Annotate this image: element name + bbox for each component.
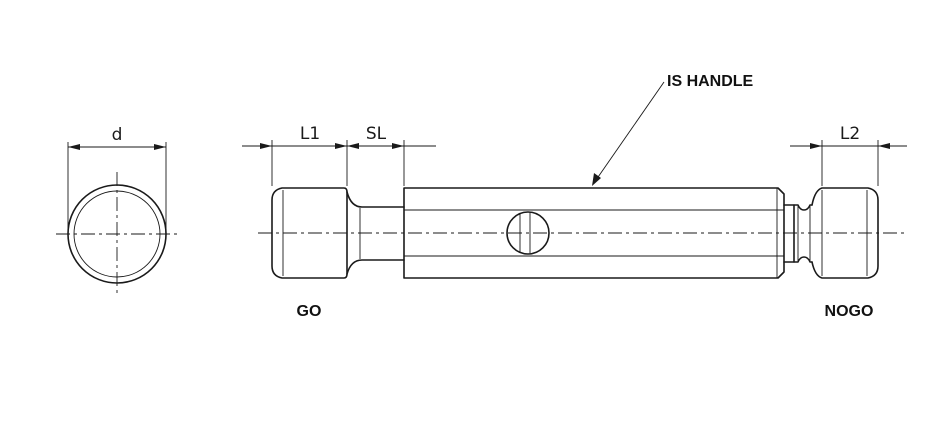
end-view: d bbox=[56, 125, 178, 294]
l2-dimension: L2 bbox=[790, 124, 907, 186]
d-arrow-right bbox=[154, 144, 166, 150]
handle-leader-arrow bbox=[592, 173, 601, 186]
handle-label: IS HANDLE bbox=[667, 73, 754, 90]
handle-body bbox=[403, 187, 785, 279]
go-member bbox=[271, 187, 405, 279]
handle-leader: IS HANDLE bbox=[592, 73, 754, 186]
l1-arrow-right bbox=[335, 143, 347, 149]
go-label: GO bbox=[297, 303, 322, 320]
d-label: d bbox=[112, 125, 123, 145]
nogo-member-outline bbox=[811, 187, 879, 279]
go-neck-top bbox=[346, 191, 405, 208]
side-view: L1 SL L2 IS HANDLE GO NOGO bbox=[242, 73, 907, 320]
nogo-collar bbox=[783, 204, 795, 263]
sl-label: SL bbox=[366, 124, 387, 144]
sl-arrow-right bbox=[392, 143, 404, 149]
go-member-outline bbox=[271, 187, 348, 279]
handle-leader-line bbox=[595, 81, 665, 181]
handle-pin-hole bbox=[506, 211, 550, 255]
l2-arrow-left bbox=[810, 143, 822, 149]
l2-label: L2 bbox=[840, 124, 860, 144]
nogo-label: NOGO bbox=[825, 303, 874, 320]
nogo-groove-bottom bbox=[793, 256, 813, 263]
l1-label: L1 bbox=[300, 124, 320, 144]
d-arrow-left bbox=[68, 144, 80, 150]
l1-sl-dimensions: L1 SL bbox=[242, 124, 436, 186]
nogo-member bbox=[783, 187, 879, 279]
handle-outline bbox=[403, 187, 785, 279]
l1-arrow-left bbox=[260, 143, 272, 149]
l2-arrow-right bbox=[878, 143, 890, 149]
nogo-groove-top bbox=[793, 204, 813, 211]
go-neck-bottom bbox=[346, 259, 405, 275]
sl-arrow-left bbox=[347, 143, 359, 149]
